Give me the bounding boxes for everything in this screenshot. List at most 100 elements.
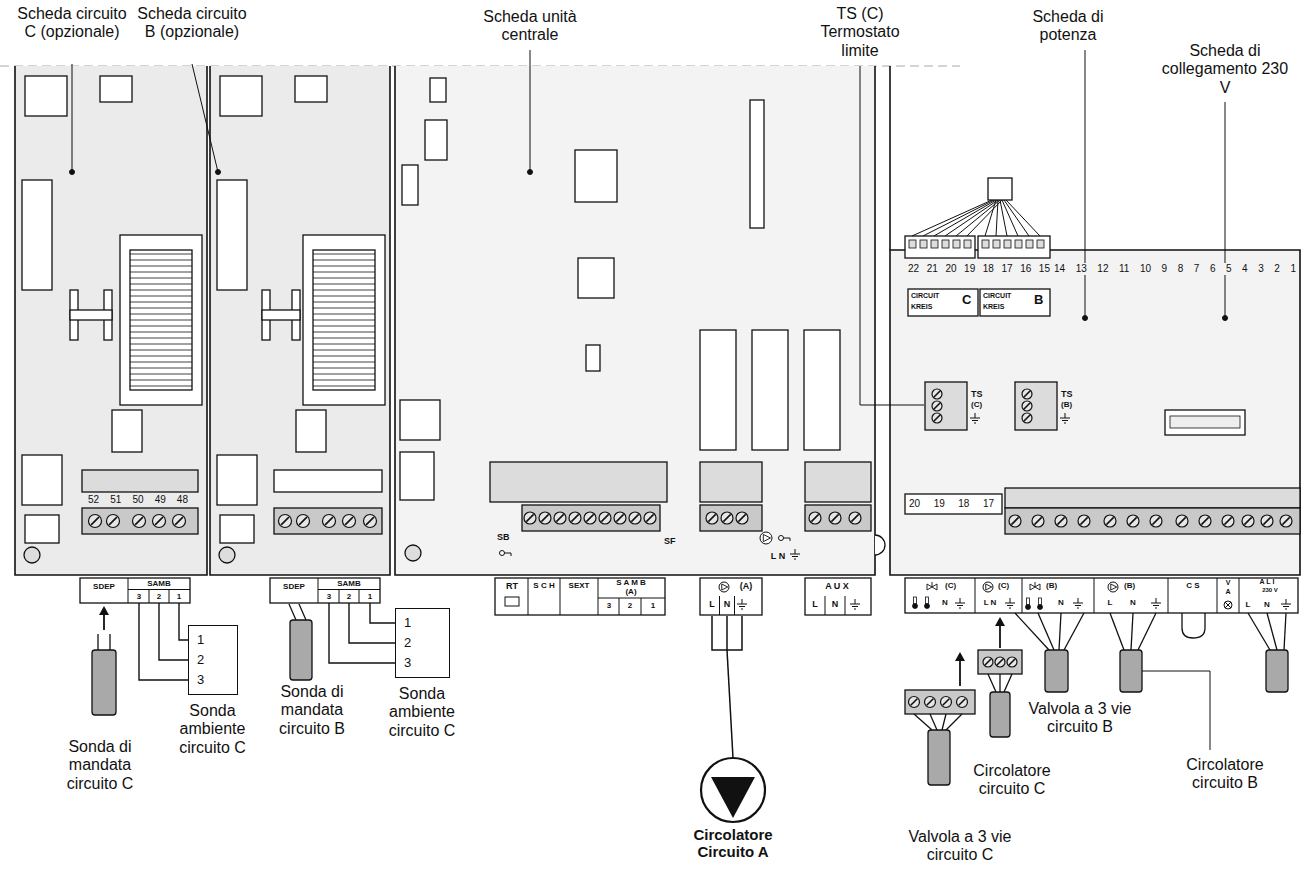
label-strip bbox=[495, 578, 665, 615]
plug-pin bbox=[964, 240, 971, 248]
callout-label: TS (C) Termostato limite bbox=[810, 5, 910, 60]
screw-slot bbox=[985, 659, 991, 665]
circuit-board: Scheda circuito C (opzionale) bbox=[15, 66, 207, 603]
plug-pin bbox=[1037, 240, 1044, 248]
terminal-label: 3 bbox=[607, 601, 611, 610]
terminal-label: C S bbox=[1186, 581, 1199, 590]
screw-slot bbox=[1009, 659, 1015, 665]
terminal-block bbox=[274, 508, 382, 534]
plug-block bbox=[905, 690, 975, 714]
circuit-tag bbox=[980, 289, 1050, 316]
key-symbol bbox=[784, 538, 791, 541]
heatsink-fin bbox=[313, 266, 375, 267]
plug-pin bbox=[920, 240, 927, 248]
screw-slot bbox=[1106, 517, 1113, 524]
ground-symbol bbox=[974, 423, 976, 424]
screw-slot bbox=[997, 659, 1003, 665]
ground-symbol bbox=[795, 549, 796, 554]
terminal-screw bbox=[89, 515, 102, 528]
label-strip bbox=[700, 578, 762, 615]
label-strip bbox=[805, 578, 871, 615]
strip-line bbox=[339, 590, 340, 604]
board-outline bbox=[15, 66, 207, 575]
ground-symbol bbox=[1156, 598, 1157, 603]
strip-line bbox=[128, 578, 129, 603]
heatsink-fin bbox=[130, 260, 192, 261]
screw-slot bbox=[927, 699, 934, 706]
ribbon-cable bbox=[988, 178, 1012, 200]
sensor-symbol bbox=[925, 604, 930, 609]
screw-slot bbox=[526, 514, 533, 521]
screw-slot bbox=[1244, 517, 1251, 524]
sensor-symbol bbox=[914, 597, 917, 604]
terminal-screw bbox=[829, 512, 841, 524]
terminal-screw bbox=[524, 512, 536, 524]
plug-wire bbox=[1267, 613, 1277, 650]
screw-slot bbox=[325, 517, 333, 525]
ribbon-wire bbox=[945, 200, 998, 236]
ground-symbol bbox=[1285, 609, 1287, 610]
terminal-header bbox=[805, 462, 871, 502]
terminal-label: 52 51 50 49 48 bbox=[88, 494, 188, 506]
board-title: Scheda circuito B (opzionale) bbox=[137, 5, 247, 42]
heatsink-fin bbox=[313, 260, 375, 261]
insert-arrow bbox=[999, 625, 1001, 648]
screw-slot bbox=[556, 514, 563, 521]
screw-slot bbox=[1080, 517, 1087, 524]
terminal-label: SAMB bbox=[147, 579, 171, 588]
terminal-label: (B) bbox=[1061, 400, 1072, 409]
screw-slot bbox=[943, 699, 950, 706]
insert-arrow bbox=[99, 606, 109, 615]
heatsink-fin bbox=[313, 284, 375, 285]
strip-line bbox=[128, 589, 190, 590]
heatsink bbox=[130, 250, 192, 390]
terminal-label: SEXT bbox=[569, 581, 590, 590]
plug-wire bbox=[946, 714, 962, 730]
component bbox=[752, 330, 788, 450]
terminal-label: L N bbox=[984, 598, 997, 607]
mini-din-socket bbox=[219, 547, 235, 563]
component bbox=[750, 100, 764, 228]
probe-terminals: 1 2 3 bbox=[404, 613, 414, 673]
leader-line bbox=[1085, 50, 1086, 318]
terminal-screw bbox=[1242, 515, 1254, 527]
screw-slot bbox=[934, 415, 940, 421]
terminal-screw bbox=[1022, 413, 1032, 423]
terminal-label: (A) bbox=[740, 581, 753, 591]
screw-slot bbox=[109, 517, 117, 525]
terminal-label: SDEP bbox=[93, 582, 115, 591]
mini-din-socket bbox=[405, 545, 421, 561]
component bbox=[402, 165, 418, 205]
terminal-screw bbox=[107, 515, 120, 528]
sensor-symbol bbox=[1038, 605, 1043, 610]
heatsink-fin bbox=[313, 290, 375, 291]
callout-label: Sonda di mandata circuito B bbox=[267, 683, 357, 738]
ground-symbol bbox=[852, 606, 858, 607]
probe-wire bbox=[289, 604, 296, 620]
component bbox=[100, 76, 132, 102]
heatsink-fin bbox=[313, 368, 375, 369]
leader-dot bbox=[528, 170, 533, 175]
pump-wire bbox=[726, 616, 728, 650]
screw-slot bbox=[1129, 517, 1136, 524]
plug-block bbox=[978, 650, 1022, 674]
screw-slot bbox=[831, 514, 838, 521]
terminal-screw bbox=[1199, 515, 1211, 527]
screw-slot bbox=[135, 517, 143, 525]
strip-line bbox=[641, 598, 642, 615]
screw-slot bbox=[1224, 517, 1231, 524]
cable-plug bbox=[1266, 650, 1288, 692]
plug-wire bbox=[1064, 613, 1084, 650]
probe-wire bbox=[97, 634, 98, 650]
component bbox=[220, 515, 254, 543]
ribbon-wire bbox=[1004, 200, 1029, 236]
leader-dot bbox=[1223, 316, 1228, 321]
plug-pin bbox=[993, 240, 1000, 248]
component bbox=[586, 345, 600, 371]
screw-slot bbox=[934, 403, 940, 409]
bridge-wire bbox=[1182, 613, 1205, 638]
terminal-block bbox=[805, 505, 871, 531]
terminal-label: SDEP bbox=[283, 582, 305, 591]
ribbon-wire bbox=[1002, 200, 1018, 236]
